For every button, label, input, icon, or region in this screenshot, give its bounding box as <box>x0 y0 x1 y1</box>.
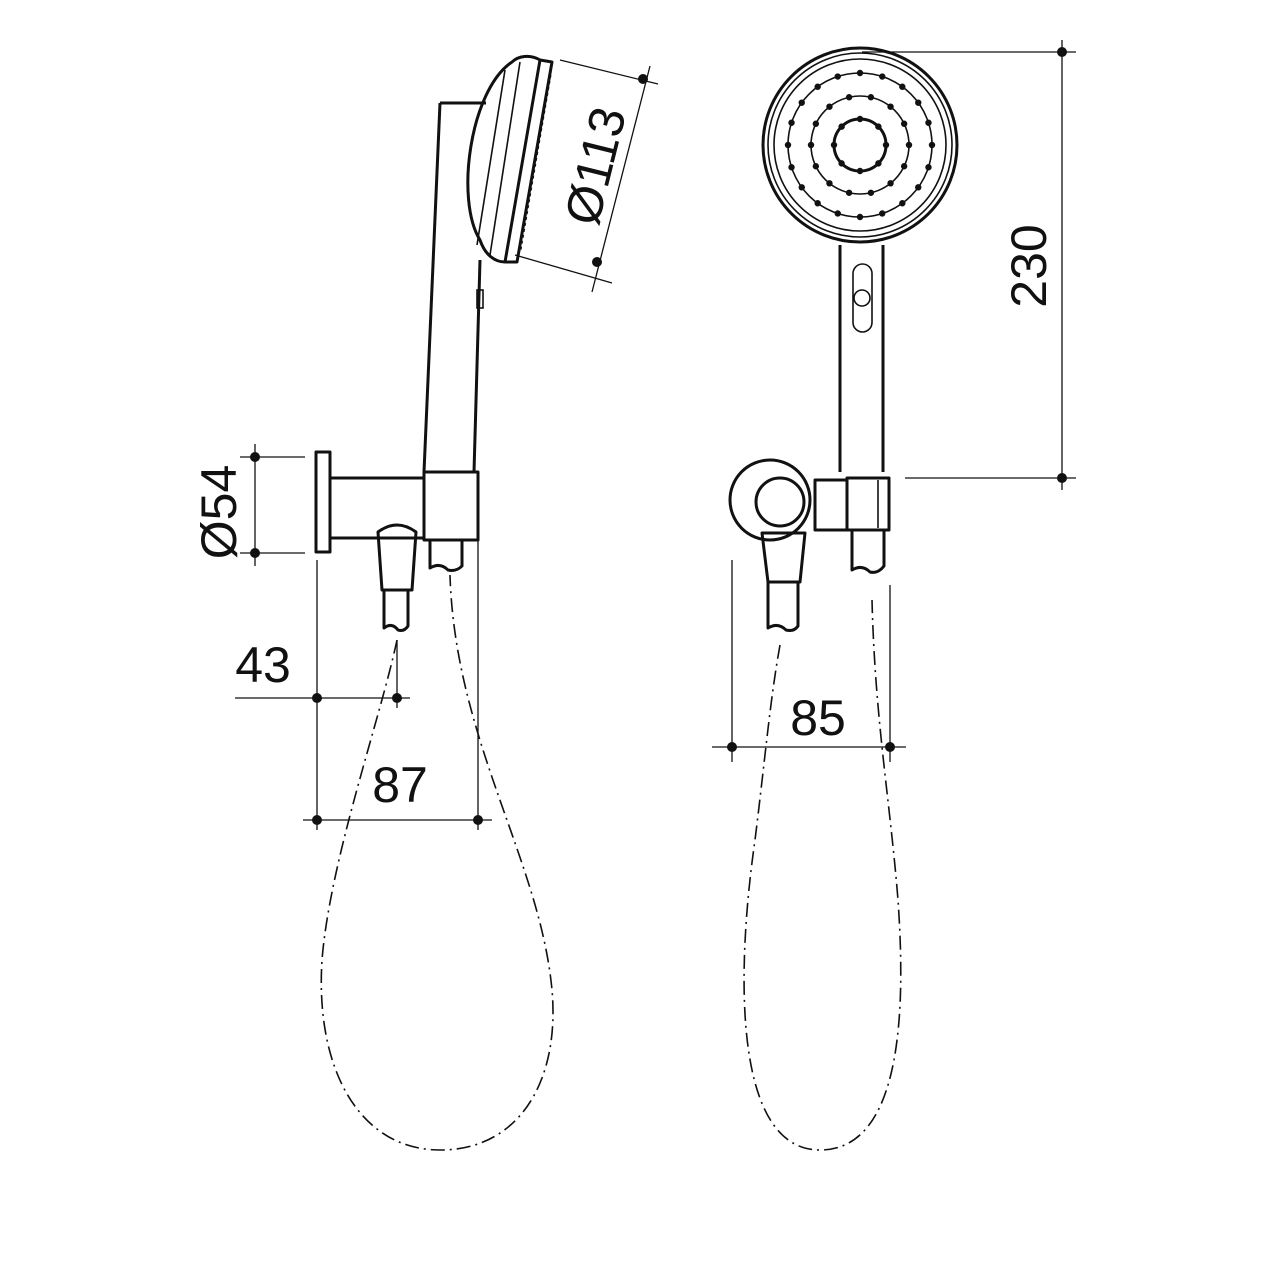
spray-nozzle <box>856 167 864 175</box>
side-handle <box>422 101 486 473</box>
side-view: Ø54 43 87 Ø113 <box>191 54 659 1151</box>
dimension-width: 85 <box>712 560 906 762</box>
dimension-outlet-offset: 43 <box>235 540 479 830</box>
front-shower-head <box>761 46 959 244</box>
spray-nozzle <box>838 160 845 167</box>
spray-nozzle <box>834 210 841 217</box>
front-hose <box>743 599 902 1151</box>
spray-nozzle <box>875 123 882 130</box>
spray-nozzle <box>879 73 886 80</box>
spray-nozzle <box>875 160 882 167</box>
label-height: 230 <box>1001 224 1057 307</box>
spray-nozzle <box>798 99 805 106</box>
dimension-height: 230 <box>862 40 1076 490</box>
front-wall-bracket <box>728 458 891 632</box>
spray-nozzle <box>845 189 853 196</box>
label-projection: 87 <box>372 757 428 813</box>
spray-nozzle <box>887 103 894 110</box>
label-outlet-offset: 43 <box>235 637 291 693</box>
spray-nozzle <box>826 103 833 110</box>
spray-nozzle <box>925 119 932 126</box>
spray-nozzle <box>845 94 853 101</box>
spray-nozzle <box>867 189 875 196</box>
spray-nozzle <box>807 141 815 149</box>
spray-nozzle <box>838 123 845 130</box>
spray-nozzle <box>812 120 820 127</box>
spray-nozzle <box>882 141 890 149</box>
spray-nozzle <box>812 163 820 170</box>
spray-nozzle <box>905 141 913 149</box>
side-wall-bracket <box>314 450 480 632</box>
spray-nozzle <box>814 200 821 207</box>
spray-nozzle <box>856 69 864 77</box>
dimension-wall-plate-diameter: Ø54 <box>191 444 305 566</box>
spray-nozzle <box>900 120 908 127</box>
spray-nozzle <box>928 141 936 149</box>
spray-nozzle <box>879 210 886 217</box>
spray-nozzle <box>834 73 841 80</box>
side-shower-head <box>466 54 554 264</box>
spray-nozzle <box>856 213 864 221</box>
spray-nozzle <box>788 119 795 126</box>
spray-nozzle <box>788 164 795 171</box>
spray-nozzle <box>915 184 922 191</box>
label-wall-plate-diameter: Ø54 <box>191 465 247 560</box>
spray-nozzle <box>900 163 908 170</box>
spray-nozzle <box>899 200 906 207</box>
front-view: 230 85 <box>712 40 1076 1151</box>
spray-nozzle <box>867 94 875 101</box>
spray-nozzle <box>887 180 894 187</box>
spray-nozzle <box>925 164 932 171</box>
spray-nozzle <box>915 99 922 106</box>
spray-nozzle <box>784 141 792 149</box>
side-hose <box>320 574 554 1151</box>
spray-nozzle <box>826 180 833 187</box>
spray-nozzle <box>830 141 838 149</box>
spray-nozzle <box>814 83 821 90</box>
spray-nozzle <box>856 115 864 123</box>
dimension-head-diameter: Ø113 <box>514 59 659 293</box>
label-width: 85 <box>790 690 846 746</box>
spray-nozzle <box>899 83 906 90</box>
dimension-projection: 87 <box>303 757 492 825</box>
front-handle <box>838 245 885 472</box>
spray-nozzle <box>798 184 805 191</box>
